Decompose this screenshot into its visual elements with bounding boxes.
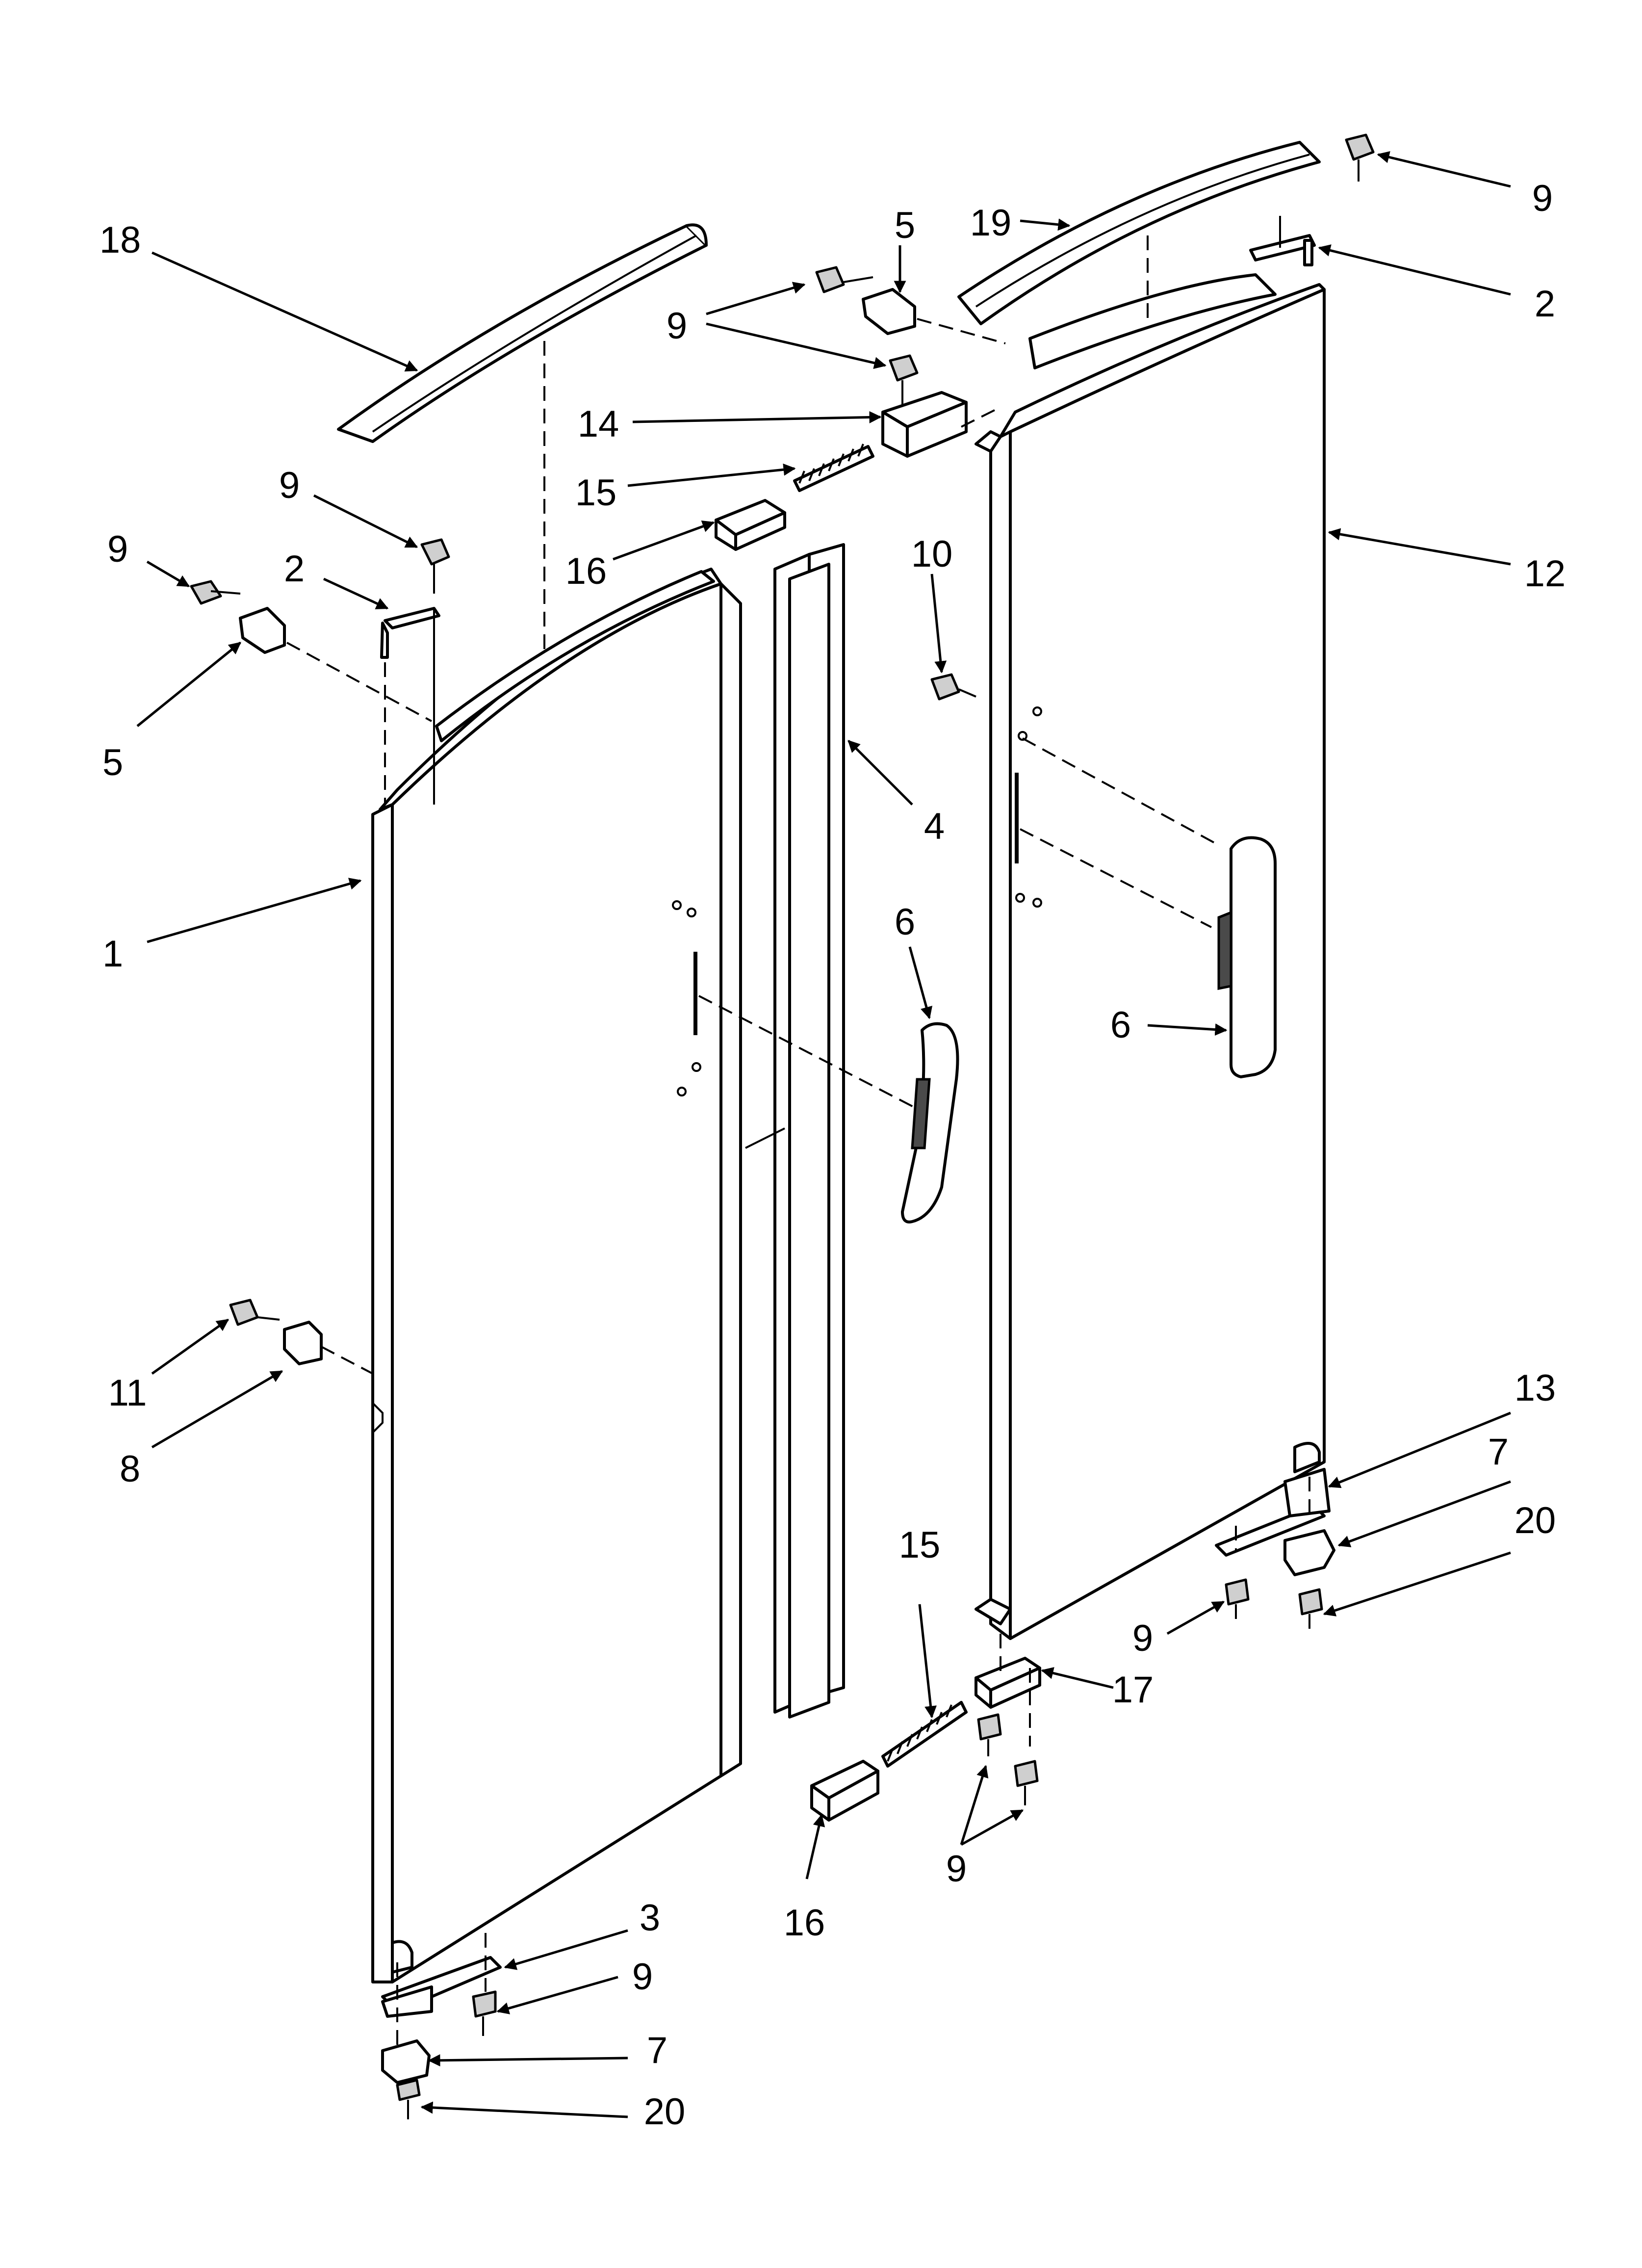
callout-8: 8 bbox=[119, 1448, 141, 1490]
callout-2: 2 bbox=[1534, 283, 1556, 325]
callout-4: 4 bbox=[924, 806, 945, 847]
callout-3: 3 bbox=[639, 1897, 661, 1939]
screw-10 bbox=[930, 673, 976, 701]
callout-9: 9 bbox=[1532, 178, 1553, 219]
callout-18: 18 bbox=[99, 219, 141, 261]
middle-top-parts bbox=[715, 266, 1006, 551]
callout-7: 7 bbox=[646, 2030, 668, 2071]
callout-20: 20 bbox=[1514, 1500, 1556, 1541]
left-top-hinge-parts bbox=[190, 538, 450, 805]
left-door-panel bbox=[371, 341, 742, 1983]
callout-16: 16 bbox=[783, 1902, 825, 1944]
left-bottom-hinge-parts bbox=[381, 1933, 502, 2119]
callout-9: 9 bbox=[107, 528, 128, 570]
door-gasket-strip bbox=[745, 543, 845, 1719]
callout-2: 2 bbox=[283, 548, 305, 590]
callout-17: 17 bbox=[1112, 1669, 1154, 1711]
right-door-handle bbox=[1217, 836, 1277, 1078]
left-door-handle bbox=[698, 995, 959, 1224]
bottom-middle-parts bbox=[810, 1634, 1041, 1822]
right-top-hinge-parts bbox=[1249, 133, 1375, 266]
callout-1: 1 bbox=[102, 933, 124, 975]
right-bottom-hinge-parts bbox=[1215, 1468, 1335, 1629]
left-lower-parts bbox=[229, 1299, 373, 1375]
callout-15: 15 bbox=[575, 472, 617, 514]
callout-5: 5 bbox=[102, 742, 124, 783]
callout-15: 15 bbox=[898, 1524, 941, 1566]
callout-9: 9 bbox=[946, 1848, 967, 1890]
callout-6: 6 bbox=[894, 901, 916, 943]
callout-leaders bbox=[136, 151, 1511, 2118]
callout-10: 10 bbox=[911, 533, 953, 575]
callout-9: 9 bbox=[666, 305, 688, 347]
callout-14: 14 bbox=[577, 403, 619, 445]
callout-11: 11 bbox=[108, 1372, 147, 1414]
right-door-panel bbox=[975, 235, 1326, 1640]
callout-9: 9 bbox=[279, 465, 300, 506]
callout-9: 9 bbox=[1132, 1617, 1154, 1659]
left-top-trim bbox=[337, 223, 708, 443]
callout-20: 20 bbox=[643, 2091, 686, 2133]
callout-6: 6 bbox=[1110, 1004, 1131, 1046]
callout-9: 9 bbox=[632, 1956, 653, 1998]
callout-19: 19 bbox=[970, 202, 1012, 244]
callout-7: 7 bbox=[1488, 1431, 1509, 1473]
callout-5: 5 bbox=[894, 205, 916, 246]
callout-12: 12 bbox=[1524, 553, 1566, 595]
callout-16: 16 bbox=[565, 550, 607, 592]
callout-13: 13 bbox=[1514, 1367, 1556, 1409]
